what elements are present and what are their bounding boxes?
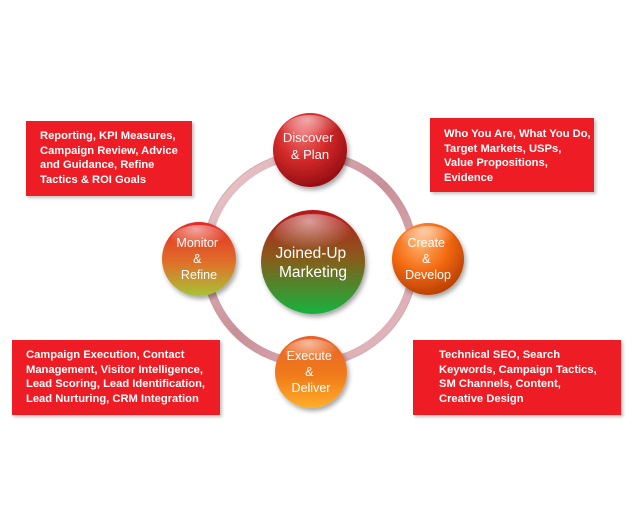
execute-info-line-2: Management, Visitor Intelligence, xyxy=(26,363,203,376)
create-develop-info-box: Technical SEO, Search Keywords, Campaign… xyxy=(413,340,621,415)
center-label-line-2: Marketing xyxy=(279,264,347,281)
monitor-info-line-1: Reporting, KPI Measures, xyxy=(40,130,176,142)
execute-deliver-info-box: Campaign Execution, Contact Management, … xyxy=(12,340,220,415)
create-info-line-3: SM Channels, Content, xyxy=(439,378,561,391)
svg-text:Discover & Plan: Discover & Plan xyxy=(283,130,337,162)
svg-text:Monitor & Refine: Monitor & Refine xyxy=(176,236,221,282)
node-execute-deliver[interactable]: Execute & Deliver xyxy=(275,336,347,408)
node-monitor-refine[interactable]: Monitor & Refine xyxy=(162,222,236,296)
node-execute-line-3: Deliver xyxy=(292,381,331,395)
node-discover-line-2: & Plan xyxy=(291,147,329,162)
node-monitor-line-1: Monitor xyxy=(176,236,218,250)
center-label: Joined-Up Marketing xyxy=(276,245,351,281)
monitor-info-line-4: Tactics & ROI Goals xyxy=(40,173,147,186)
svg-text:Create & Develop: Create & Develop xyxy=(405,236,451,282)
node-execute-line-1: Execute xyxy=(287,349,332,363)
discover-info-line-4: Evidence xyxy=(444,171,494,184)
discover-info-line-2: Target Markets, USPs, xyxy=(444,142,562,155)
node-monitor-line-3: Refine xyxy=(181,268,217,282)
node-create-line-2: & xyxy=(422,252,431,266)
node-create-line-1: Create xyxy=(407,236,445,250)
monitor-refine-info-box: Reporting, KPI Measures, Campaign Review… xyxy=(26,121,192,196)
create-info-line-1: Technical SEO, Search xyxy=(439,349,561,361)
center-label-line-1: Joined-Up xyxy=(276,245,347,262)
discover-plan-info-box: Who You Are, What You Do, Target Markets… xyxy=(430,118,594,192)
node-monitor-line-2: & xyxy=(193,252,202,266)
discover-info-line-1: Who You Are, What You Do, xyxy=(444,128,591,140)
discover-info-line-3: Value Propositions, xyxy=(444,157,548,170)
create-info-line-2: Keywords, Campaign Tactics, xyxy=(439,363,597,376)
node-discover-plan[interactable]: Discover & Plan xyxy=(273,113,347,187)
node-create-line-3: Develop xyxy=(405,268,451,282)
center-hub: Joined-Up Marketing xyxy=(261,210,365,314)
execute-info-line-4: Lead Nurturing, CRM Integration xyxy=(26,392,199,405)
monitor-info-line-2: Campaign Review, Advice xyxy=(40,144,178,157)
svg-text:Execute & Deliver: Execute & Deliver xyxy=(287,349,336,395)
create-info-line-4: Creative Design xyxy=(439,392,524,405)
node-discover-line-1: Discover xyxy=(283,130,334,145)
monitor-info-line-3: and Guidance, Refine xyxy=(40,159,155,172)
execute-info-line-1: Campaign Execution, Contact xyxy=(26,349,185,361)
execute-info-line-3: Lead Scoring, Lead Identification, xyxy=(26,378,206,391)
node-create-develop[interactable]: Create & Develop xyxy=(392,223,464,295)
node-execute-line-2: & xyxy=(305,365,314,379)
